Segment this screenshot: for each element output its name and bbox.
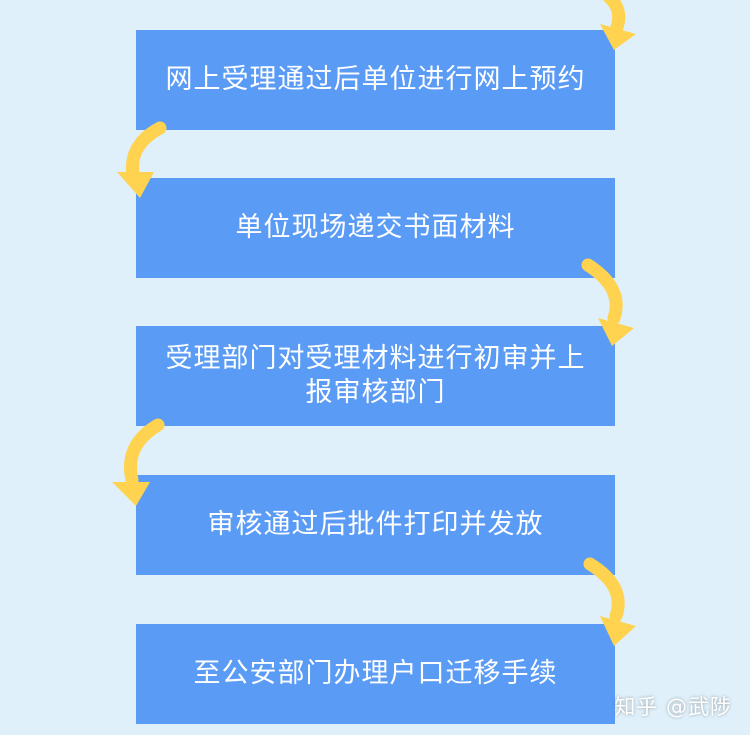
curved-arrow-icon	[112, 418, 165, 506]
step-box-2: 单位现场递交书面材料	[136, 178, 615, 278]
curved-arrow-icon	[600, 0, 636, 50]
step-label-5: 至公安部门办理户口迁移手续	[193, 658, 558, 689]
step-label-1: 网上受理通过后单位进行网上预约	[165, 64, 586, 95]
step-label-4: 审核通过后批件打印并发放	[207, 509, 544, 540]
step-label-2: 单位现场递交书面材料	[235, 212, 516, 243]
step-box-5: 至公安部门办理户口迁移手续	[136, 624, 615, 724]
curved-arrow-icon	[117, 121, 167, 198]
curved-arrow-icon	[583, 557, 636, 646]
step-box-1: 网上受理通过后单位进行网上预约	[136, 30, 615, 130]
step-box-3: 受理部门对受理材料进行初审并上报审核部门	[136, 326, 615, 426]
watermark: 知乎 @武陟	[614, 695, 732, 719]
step-label-3: 受理部门对受理材料进行初审并上报审核部门	[165, 343, 586, 408]
step-box-4: 审核通过后批件打印并发放	[136, 475, 615, 575]
curved-arrow-icon	[581, 258, 634, 346]
